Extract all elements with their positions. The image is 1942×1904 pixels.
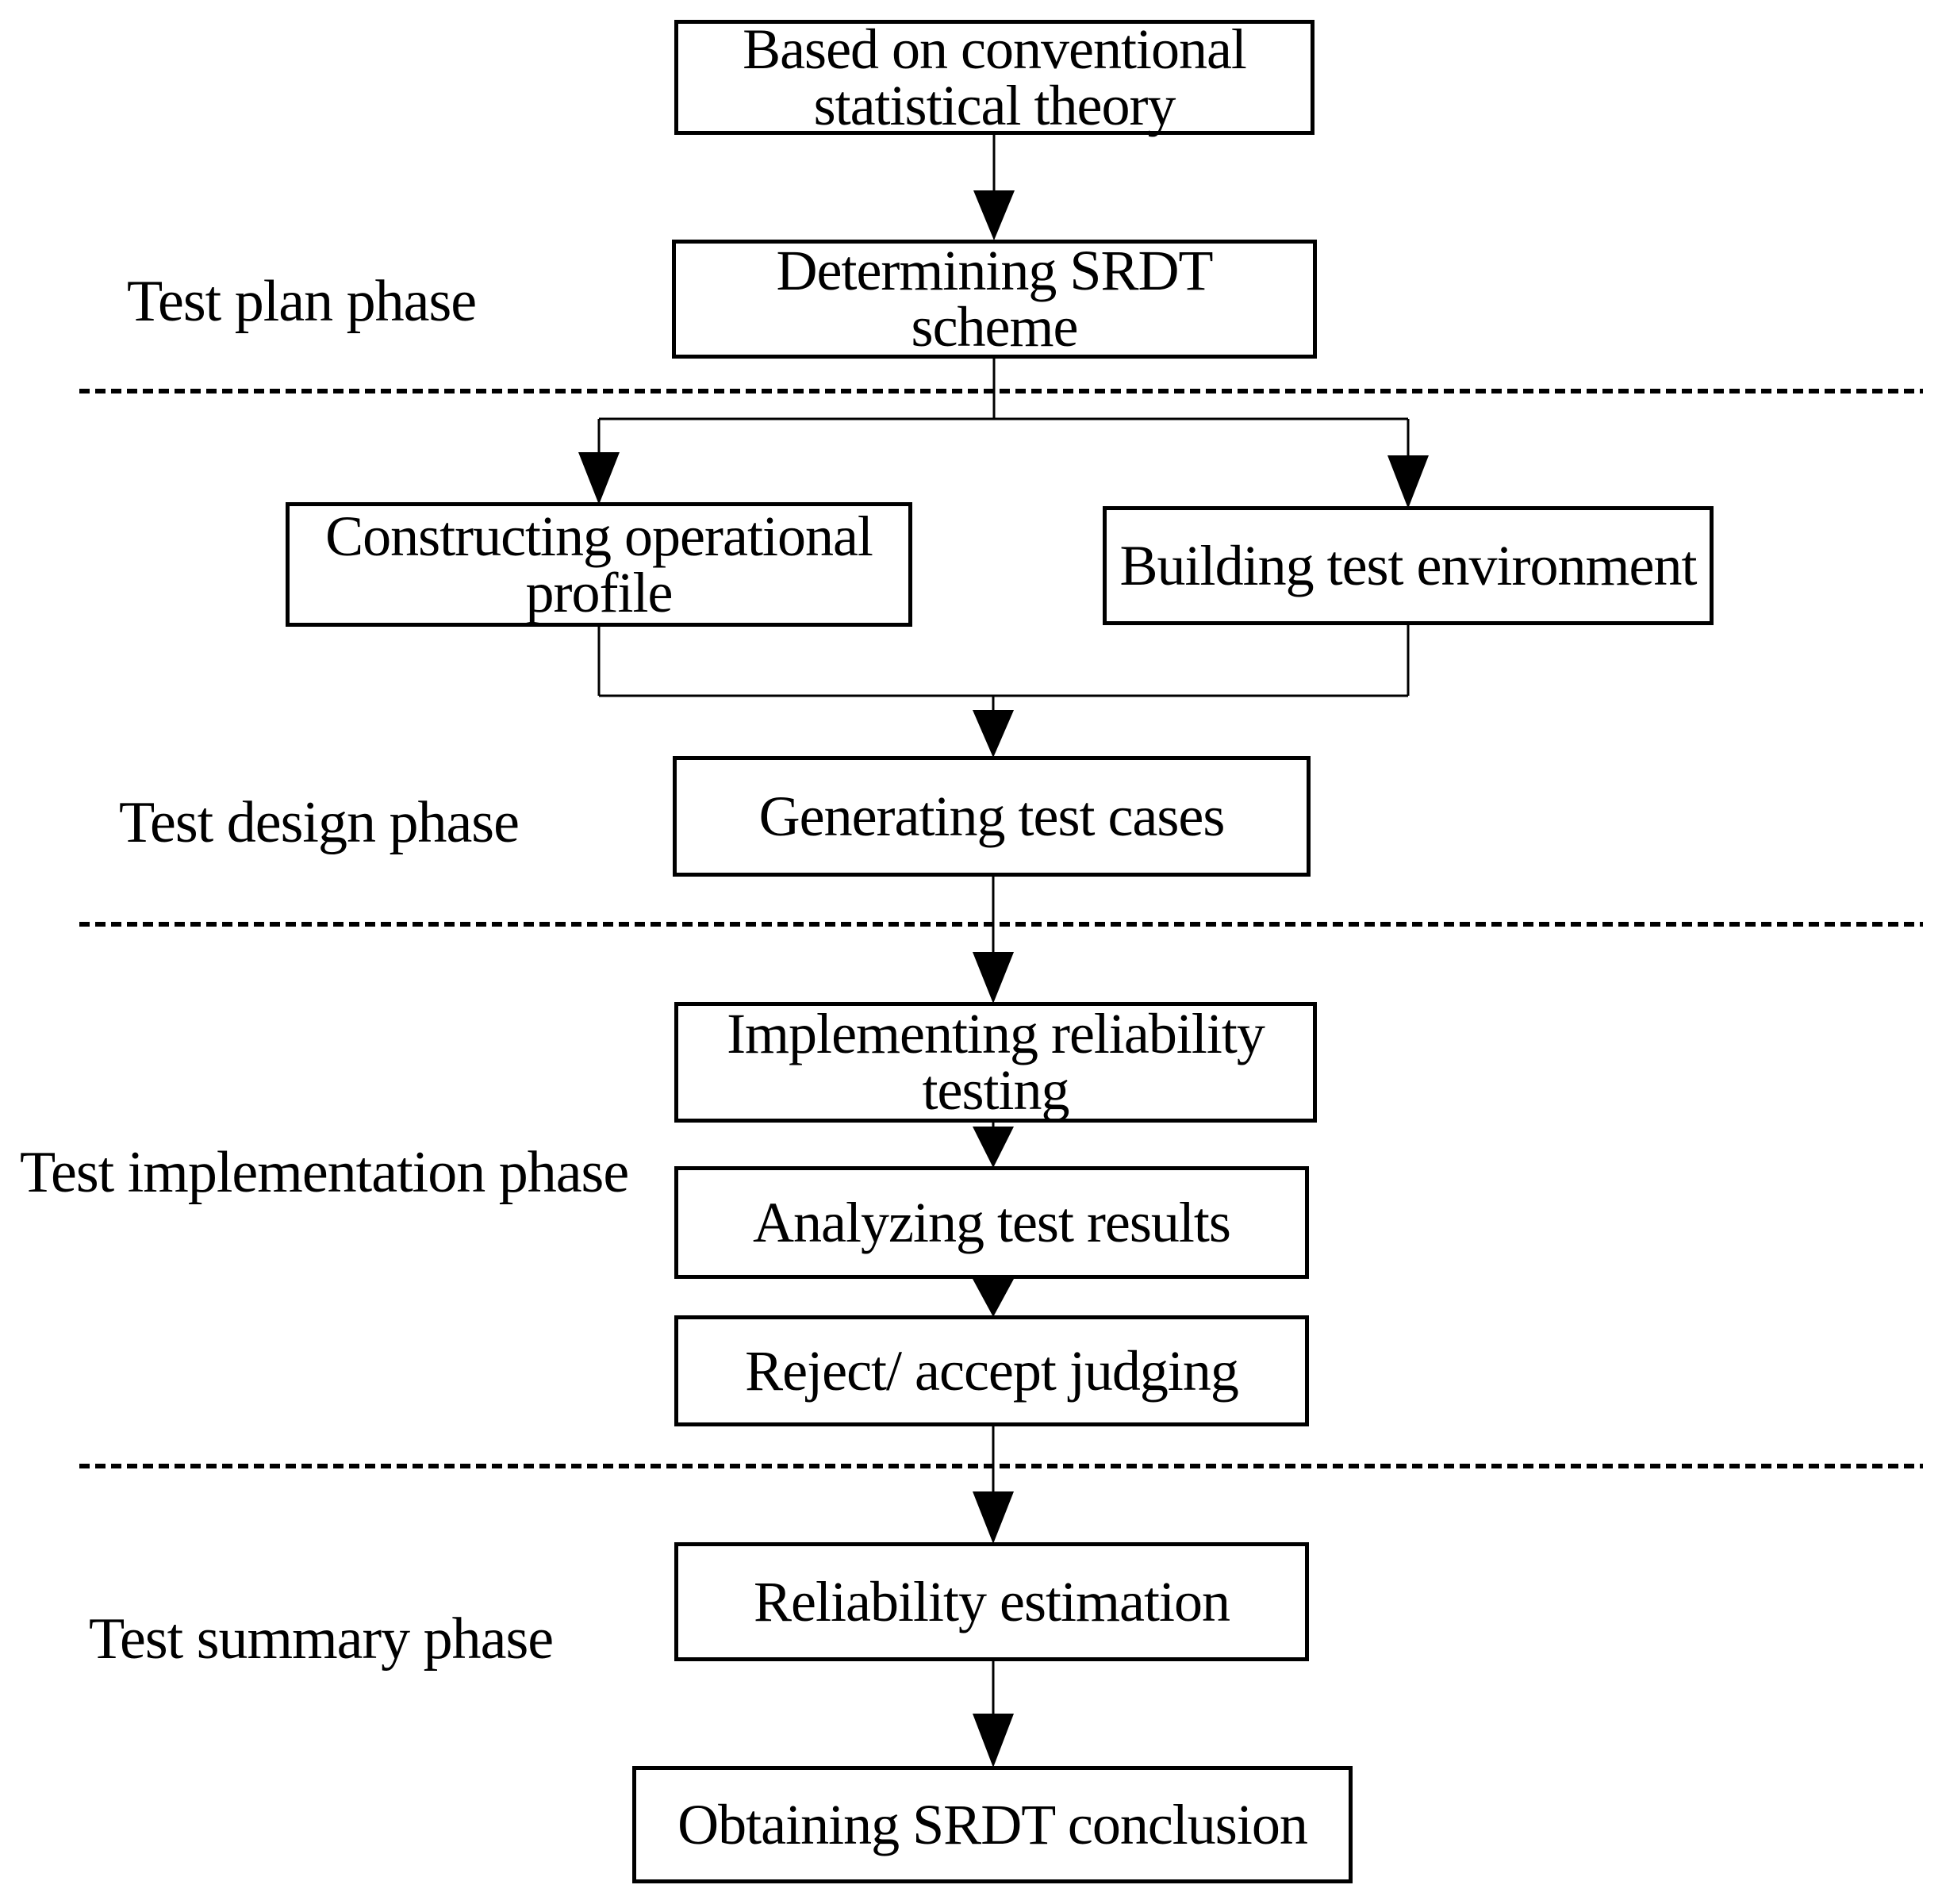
flow-box-text-line: testing: [922, 1058, 1070, 1122]
flow-box-text-line: Determining SRDT: [776, 239, 1214, 303]
arrowhead-into-reliability: [973, 1491, 1014, 1544]
flow-box-determining-srdt-scheme: Determining SRDT scheme: [672, 240, 1317, 359]
flow-box-building-test-environment: Building test environment: [1103, 506, 1714, 625]
arrowhead-into-analyzing: [973, 1127, 1014, 1168]
flow-box-based-on-theory: Based on conventional statistical theory: [674, 20, 1314, 135]
arrowhead-into-obtaining: [973, 1714, 1014, 1768]
arrowhead-into-constructing: [578, 452, 620, 505]
arrowhead-into-implementing: [973, 952, 1014, 1004]
flow-box-text-line: Constructing operational: [325, 504, 873, 568]
arrowhead-into-determining: [973, 190, 1015, 240]
flow-box-text-line: Obtaining SRDT conclusion: [677, 1792, 1308, 1856]
flow-box-text-line: Implementing reliability: [727, 1002, 1265, 1066]
arrowhead-into-building: [1387, 455, 1429, 509]
flow-box-reject-accept-judging: Reject/ accept judging: [674, 1315, 1309, 1426]
flow-box-text-line: Generating test cases: [758, 784, 1226, 848]
flow-box-text-line: statistical theory: [813, 73, 1176, 137]
flow-box-reliability-estimation: Reliability estimation: [674, 1542, 1309, 1661]
arrowhead-into-reject: [973, 1279, 1014, 1317]
phase-label-test-plan: Test plan phase: [127, 269, 477, 334]
flow-box-analyzing-test-results: Analyzing test results: [674, 1166, 1309, 1279]
arrowhead-into-generating: [973, 710, 1014, 758]
flow-box-text-line: profile: [525, 560, 674, 624]
flow-box-generating-test-cases: Generating test cases: [673, 756, 1311, 877]
flow-box-implementing-reliability-testing: Implementing reliability testing: [674, 1002, 1317, 1123]
phase-label-test-design: Test design phase: [119, 790, 520, 855]
flow-box-text-line: Building test environment: [1119, 533, 1698, 597]
flow-box-text-line: Reliability estimation: [754, 1569, 1230, 1633]
flow-box-text-line: Analyzing test results: [753, 1190, 1231, 1254]
flow-box-text-line: Reject/ accept judging: [745, 1338, 1239, 1403]
flow-box-constructing-operational-profile: Constructing operational profile: [286, 502, 912, 627]
flow-box-text-line: scheme: [911, 295, 1079, 359]
phase-label-test-summary: Test summary phase: [89, 1606, 554, 1672]
flow-box-text-line: Based on conventional: [743, 17, 1247, 81]
phase-label-test-implementation: Test implementation phase: [20, 1140, 629, 1205]
flow-box-obtaining-srdt-conclusion: Obtaining SRDT conclusion: [632, 1766, 1353, 1883]
